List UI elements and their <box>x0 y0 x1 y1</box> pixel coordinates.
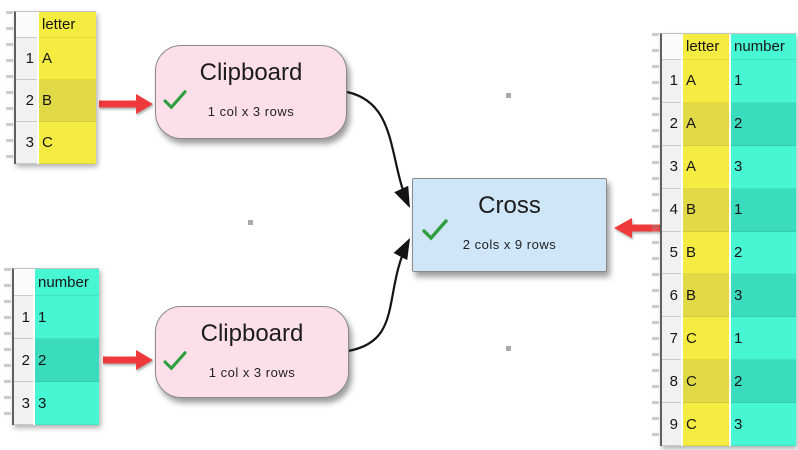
row-number: 3 <box>16 122 37 164</box>
connector-top-clipboard-to-cross[interactable] <box>346 90 411 209</box>
node-clipboard-top[interactable]: Clipboard 1 col x 3 rows <box>155 45 347 139</box>
row-number: 4 <box>662 188 681 232</box>
row-number: 2 <box>14 339 33 382</box>
row-number: 1 <box>662 60 681 103</box>
node-subtitle: 1 col x 3 rows <box>208 365 296 380</box>
table-row[interactable]: 7 C 1 <box>662 317 796 361</box>
cell[interactable]: A <box>683 102 729 146</box>
cell[interactable]: B <box>683 231 729 275</box>
table-row[interactable]: 3 3 <box>14 382 99 425</box>
row-number: 2 <box>16 80 37 122</box>
cell[interactable]: 2 <box>35 339 99 382</box>
cell[interactable]: B <box>683 188 729 232</box>
row-number: 1 <box>16 38 37 80</box>
cell[interactable]: C <box>683 403 729 447</box>
table-row[interactable]: 2 B <box>16 80 96 122</box>
checkmark-icon <box>163 351 187 371</box>
row-number: 7 <box>662 317 681 361</box>
table-header-row: number <box>14 269 99 296</box>
table-header-row: letter <box>16 12 96 38</box>
table-row[interactable]: 2 2 <box>14 339 99 382</box>
node-title: Cross <box>478 192 541 219</box>
grid-dot <box>506 346 511 351</box>
row-number: 6 <box>662 274 681 318</box>
red-arrow-number-table-to-clipboard <box>103 350 153 370</box>
cell[interactable]: A <box>683 60 729 103</box>
number-source-table[interactable]: number 1 1 2 2 3 3 <box>4 268 99 425</box>
table-row[interactable]: 1 A 1 <box>662 60 796 103</box>
corner-cell <box>16 12 37 38</box>
table-row[interactable]: 1 A <box>16 38 96 80</box>
row-number: 5 <box>662 231 681 275</box>
corner-cell <box>662 34 681 60</box>
column-header[interactable]: number <box>731 34 796 60</box>
torn-edge <box>4 268 11 425</box>
cell[interactable]: 3 <box>731 145 796 189</box>
table-row[interactable]: 5 B 2 <box>662 231 796 275</box>
torn-edge <box>6 11 13 164</box>
result-table[interactable]: letter number 1 A 1 2 A 2 3 A <box>652 33 796 447</box>
row-number: 8 <box>662 360 681 404</box>
row-number: 3 <box>14 382 33 425</box>
table-row[interactable]: 3 A 3 <box>662 145 796 189</box>
cell[interactable]: 2 <box>731 360 796 404</box>
node-subtitle: 1 col x 3 rows <box>207 104 295 119</box>
cell[interactable]: 1 <box>731 317 796 361</box>
column-header[interactable]: number <box>35 269 99 296</box>
cell[interactable]: 1 <box>731 60 796 103</box>
column-header[interactable]: letter <box>39 12 96 38</box>
node-clipboard-bottom[interactable]: Clipboard 1 col x 3 rows <box>155 306 349 398</box>
red-arrow-letter-table-to-clipboard <box>99 94 153 114</box>
cell[interactable]: 3 <box>731 403 796 447</box>
node-cross[interactable]: Cross 2 cols x 9 rows <box>412 178 607 272</box>
row-number: 9 <box>662 403 681 447</box>
cell[interactable]: 3 <box>35 382 99 425</box>
cell[interactable]: C <box>39 122 96 164</box>
cell[interactable]: 1 <box>35 296 99 339</box>
column-header[interactable]: letter <box>683 34 729 60</box>
cell[interactable]: 2 <box>731 231 796 275</box>
table-header-row: letter number <box>662 34 796 60</box>
table-row[interactable]: 9 C 3 <box>662 403 796 447</box>
table-row[interactable]: 8 C 2 <box>662 360 796 404</box>
row-number: 1 <box>14 296 33 339</box>
checkmark-icon <box>163 90 187 110</box>
cell[interactable]: C <box>683 360 729 404</box>
table-row[interactable]: 2 A 2 <box>662 102 796 146</box>
table-row[interactable]: 4 B 1 <box>662 188 796 232</box>
cell[interactable]: A <box>39 38 96 80</box>
table-row[interactable]: 3 C <box>16 122 96 164</box>
cell[interactable]: B <box>683 274 729 318</box>
table-row[interactable]: 6 B 3 <box>662 274 796 318</box>
cell[interactable]: 3 <box>731 274 796 318</box>
row-number: 2 <box>662 102 681 146</box>
node-title: Clipboard <box>200 320 304 347</box>
cell[interactable]: A <box>683 145 729 189</box>
cell[interactable]: 1 <box>731 188 796 232</box>
letter-source-table[interactable]: letter 1 A 2 B 3 C <box>6 11 96 164</box>
node-title: Clipboard <box>199 59 303 86</box>
cell[interactable]: B <box>39 80 96 122</box>
node-subtitle: 2 cols x 9 rows <box>462 237 557 252</box>
torn-edge <box>652 33 659 447</box>
checkmark-icon <box>422 219 448 241</box>
connector-bottom-clipboard-to-cross[interactable] <box>347 238 411 353</box>
corner-cell <box>14 269 33 296</box>
cell[interactable]: C <box>683 317 729 361</box>
row-number: 3 <box>662 145 681 189</box>
table-row[interactable]: 1 1 <box>14 296 99 339</box>
grid-dot <box>506 93 511 98</box>
cell[interactable]: 2 <box>731 102 796 146</box>
grid-dot <box>248 220 253 225</box>
